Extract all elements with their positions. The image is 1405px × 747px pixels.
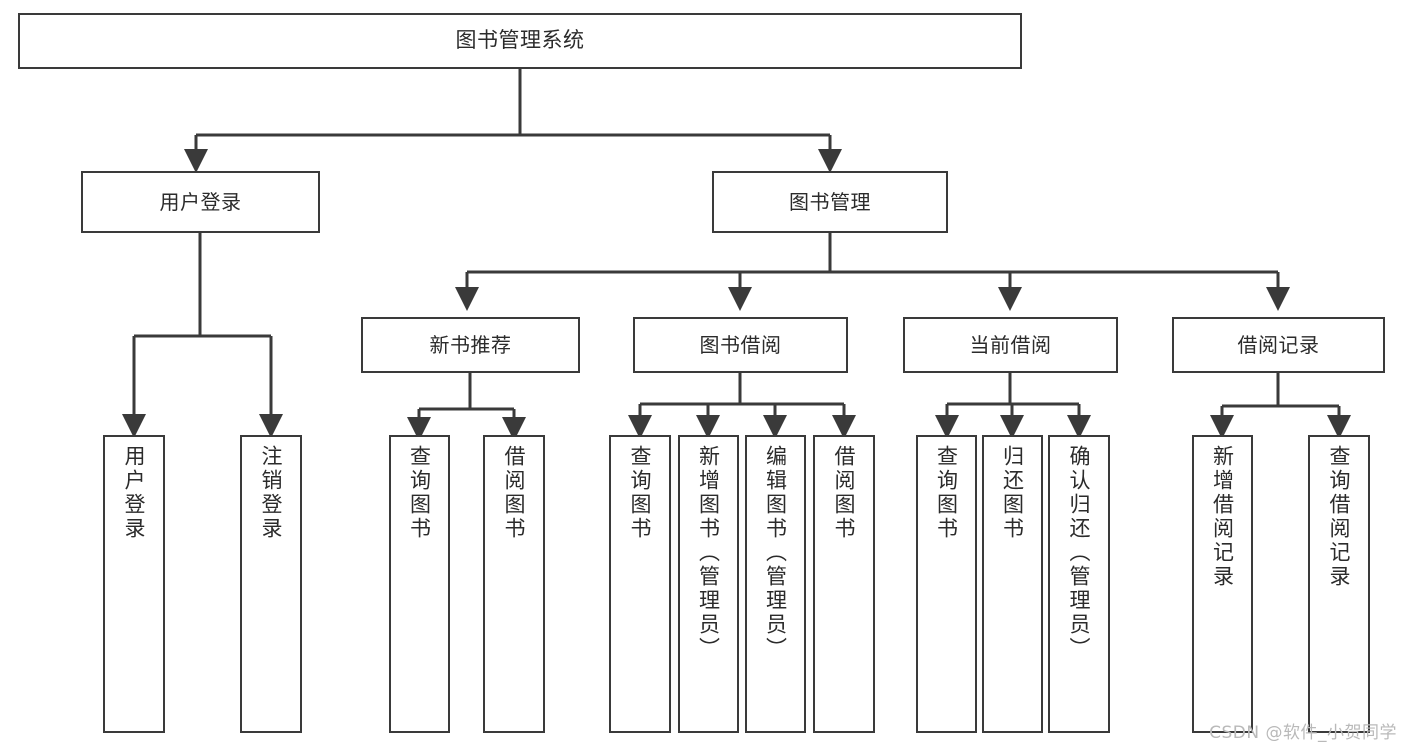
leaf-query-borrow-record[interactable]: 查询借阅记录	[1308, 435, 1370, 733]
leaf-logout[interactable]: 注销登录	[240, 435, 302, 733]
node-label: 编辑图书（管理员）	[763, 445, 788, 661]
node-label: 图书借阅	[699, 332, 782, 357]
leaf-add-borrow-record[interactable]: 新增借阅记录	[1192, 435, 1253, 733]
node-book-borrow[interactable]: 图书借阅	[633, 317, 848, 373]
leaf-return-book[interactable]: 归还图书	[982, 435, 1043, 733]
leaf-query-book-new[interactable]: 查询图书	[389, 435, 450, 733]
node-label: 注销登录	[259, 445, 284, 541]
node-user-login[interactable]: 用户登录	[81, 171, 320, 233]
node-label: 新增图书（管理员）	[696, 445, 721, 661]
node-label: 查询图书	[407, 445, 432, 541]
node-borrow-record[interactable]: 借阅记录	[1172, 317, 1385, 373]
node-label: 查询图书	[934, 445, 959, 541]
node-label: 图书管理系统	[455, 28, 585, 53]
node-label: 查询图书	[628, 445, 653, 541]
node-label: 用户登录	[159, 189, 242, 214]
csdn-watermark: CSDN @软件_小贺同学	[1209, 723, 1397, 743]
node-label: 新书推荐	[429, 332, 512, 357]
node-label: 用户登录	[122, 445, 147, 541]
leaf-confirm-return-admin[interactable]: 确认归还（管理员）	[1048, 435, 1110, 733]
node-book-management[interactable]: 图书管理	[712, 171, 948, 233]
leaf-user-login[interactable]: 用户登录	[103, 435, 165, 733]
leaf-query-book-current[interactable]: 查询图书	[916, 435, 977, 733]
node-label: 查询借阅记录	[1327, 445, 1352, 589]
node-label: 新增借阅记录	[1210, 445, 1235, 589]
node-label: 借阅图书	[832, 445, 857, 541]
node-label: 当前借阅	[969, 332, 1052, 357]
leaf-query-book-borrow[interactable]: 查询图书	[609, 435, 671, 733]
node-label: 确认归还（管理员）	[1067, 445, 1092, 661]
node-current-borrow[interactable]: 当前借阅	[903, 317, 1118, 373]
node-label: 归还图书	[1000, 445, 1025, 541]
node-label: 借阅图书	[502, 445, 527, 541]
node-label: 图书管理	[789, 189, 871, 214]
leaf-edit-book-admin[interactable]: 编辑图书（管理员）	[745, 435, 806, 733]
node-label: 借阅记录	[1237, 332, 1320, 357]
leaf-add-book-admin[interactable]: 新增图书（管理员）	[678, 435, 739, 733]
leaf-borrow-book-new[interactable]: 借阅图书	[483, 435, 545, 733]
node-new-book-recommend[interactable]: 新书推荐	[361, 317, 580, 373]
leaf-borrow-book[interactable]: 借阅图书	[813, 435, 875, 733]
node-root-library-system[interactable]: 图书管理系统	[18, 13, 1022, 69]
